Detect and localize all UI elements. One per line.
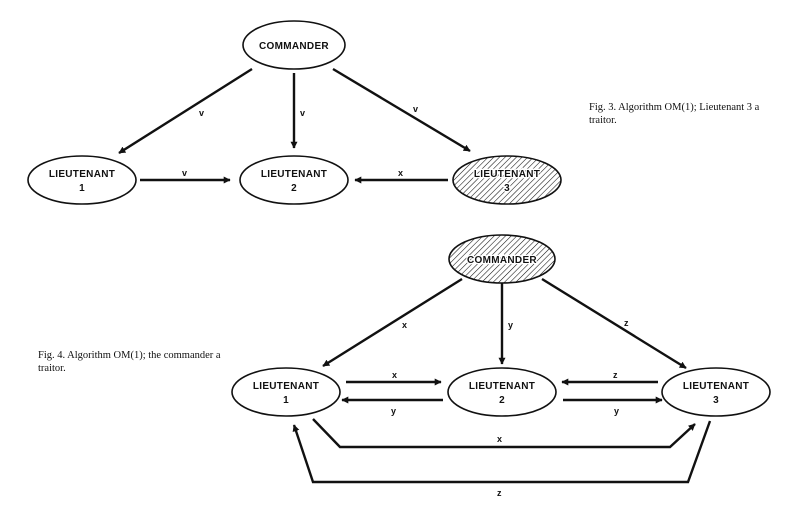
node-number: 2 xyxy=(291,183,297,194)
fig4-node-lieutenant-3: LIEUTENANT 3 xyxy=(661,367,771,417)
node-label: LIEUTENANT xyxy=(253,381,319,392)
fig4-edge-label: z xyxy=(613,370,618,380)
fig3-edge-label: v xyxy=(413,104,418,114)
node-number: 3 xyxy=(713,395,719,406)
node-label: LIEUTENANT xyxy=(683,381,749,392)
fig3-edge-label: v xyxy=(300,108,305,118)
node-label: LIEUTENANT xyxy=(261,169,327,180)
fig4-edge-label: x xyxy=(392,370,397,380)
fig3-edge-label: v xyxy=(199,108,204,118)
fig4-edge-label: x xyxy=(402,320,407,330)
fig4-edge-label: y xyxy=(614,406,619,416)
fig3-node-lieutenant-2: LIEUTENANT 2 xyxy=(239,155,349,205)
fig4-edge-commander-lt3 xyxy=(541,277,687,370)
fig4-caption: Fig. 4. Algorithm OM(1); the commander a… xyxy=(38,350,221,374)
node-number: 1 xyxy=(79,183,85,194)
node-number: 1 xyxy=(283,395,289,406)
node-label: LIEUTENANT xyxy=(49,169,115,180)
node-label: COMMANDER xyxy=(259,41,329,52)
fig4-edge-label: x xyxy=(497,434,502,444)
fig3-edge-label: v xyxy=(182,168,187,178)
fig3-edge-commander-lt1 xyxy=(118,67,253,155)
fig4-edge-commander-lt1 xyxy=(322,277,463,368)
fig4-edge-label: y xyxy=(508,320,513,330)
fig3-node-lieutenant-3-traitor: LIEUTENANT 3 xyxy=(452,155,562,205)
node-label: COMMANDER xyxy=(467,255,537,266)
fig3-caption: Fig. 3. Algorithm OM(1); Lieutenant 3 a … xyxy=(589,102,760,126)
fig4-edge-lt1-lt3 xyxy=(312,418,696,449)
fig4-edge-label: y xyxy=(391,406,396,416)
fig4-node-commander-traitor: COMMANDER xyxy=(448,234,556,284)
node-number: 3 xyxy=(504,183,510,194)
fig4-diagram: x y z x y z y x z COMMANDER LIEUTENANT 1… xyxy=(231,234,771,498)
node-label: LIEUTENANT xyxy=(474,169,540,180)
fig3-node-commander: COMMANDER xyxy=(242,20,346,70)
fig4-node-lieutenant-2: LIEUTENANT 2 xyxy=(447,367,557,417)
fig3-diagram: v v v v x COMMANDER LIEUTENANT 1 LIEUTEN… xyxy=(27,20,562,205)
node-label: LIEUTENANT xyxy=(469,381,535,392)
fig4-edge-label: z xyxy=(497,488,502,498)
fig4-edge-lt3-lt1 xyxy=(292,420,712,484)
fig3-node-lieutenant-1: LIEUTENANT 1 xyxy=(27,155,137,205)
fig4-edge-label: z xyxy=(624,318,629,328)
fig4-node-lieutenant-1: LIEUTENANT 1 xyxy=(231,367,341,417)
node-number: 2 xyxy=(499,395,505,406)
fig3-edge-label: x xyxy=(398,168,403,178)
fig3-edge-commander-lt3 xyxy=(332,67,471,153)
